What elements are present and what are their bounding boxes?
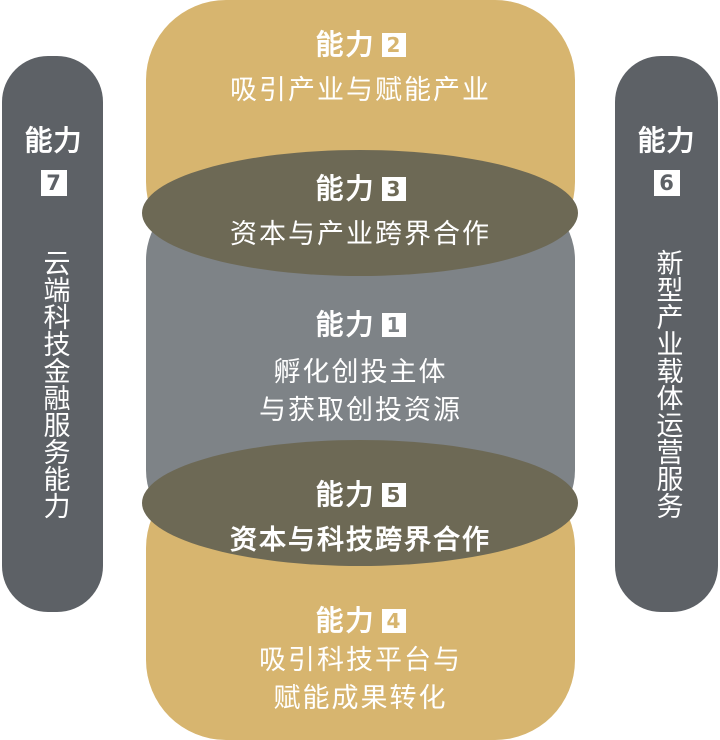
capability-1-line-2: 与获取创投资源 [259,395,462,426]
capability-3-number-badge: 3 [381,177,406,201]
capability-6-prefix: 能力 [637,124,696,157]
capability-5-number-badge: 5 [381,483,406,507]
capability-5-overlap [142,440,578,566]
capability-7-number-badge: 7 [40,170,67,196]
capability-6-pill [615,56,718,612]
capability-1-description: 孵化创投主体 与获取创投资源 [146,354,575,430]
capability-2-number-badge: 2 [381,33,406,57]
capability-4-prefix: 能力 [315,604,376,637]
capability-4-line-1: 吸引科技平台与 [259,645,462,676]
capability-7-prefix: 能力 [24,124,83,157]
capability-1-prefix: 能力 [315,308,376,341]
capability-3-description: 资本与产业跨界合作 [230,219,491,250]
capability-7-text: 能力 7 云端科技金融服务能力 [2,124,105,554]
capability-3-prefix: 能力 [315,172,376,205]
capability-1-number-badge: 1 [381,313,406,337]
capability-7-pill [2,56,103,612]
capability-4-line-2: 赋能成果转化 [273,683,448,714]
capability-1-line-1: 孵化创投主体 [273,357,448,388]
capability-2-prefix: 能力 [315,28,376,61]
capability-6-description: 新型产业载体运营服务 [651,249,683,519]
capability-5-prefix: 能力 [315,478,376,511]
capability-4-description: 吸引科技平台与 赋能成果转化 [146,642,575,718]
capability-6-number-badge: 6 [653,170,680,196]
capability-7-description: 云端科技金融服务能力 [38,249,70,519]
capability-3-overlap [142,150,578,276]
capability-6-text: 能力 6 新型产业载体运营服务 [615,124,718,554]
capability-2-description: 吸引产业与赋能产业 [230,75,491,106]
capability-4-number-badge: 4 [381,609,406,633]
capability-5-description: 资本与科技跨界合作 [230,525,491,556]
